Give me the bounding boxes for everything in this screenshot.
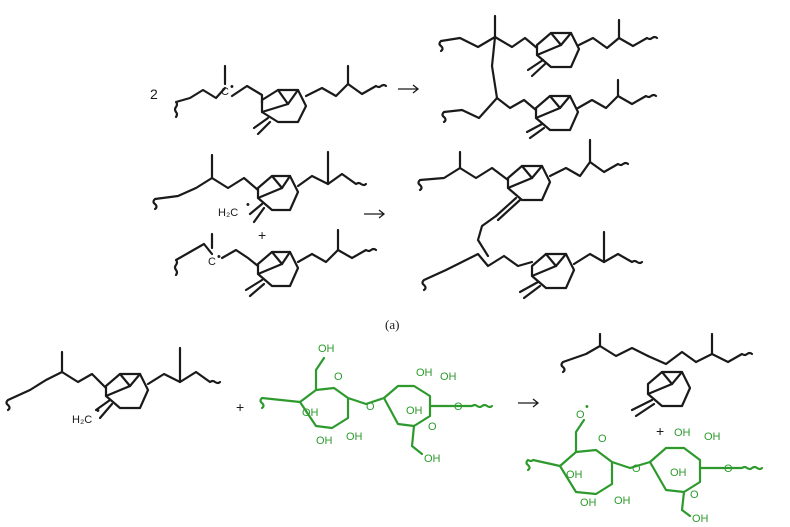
o-label-2: O: [366, 401, 375, 413]
oh-label-8: OH: [424, 453, 441, 465]
oh-label-4: OH: [346, 431, 363, 443]
oh-label-1: OH: [318, 343, 335, 355]
radical-dot-ch2: •: [246, 199, 250, 211]
ch2-radical-label-3: H₂C: [72, 414, 92, 426]
oh-label-11: OH: [614, 495, 631, 507]
epdm-chain-product: [560, 332, 754, 418]
oh-label-13: OH: [670, 467, 687, 479]
panel-label-a: (a): [385, 317, 399, 332]
radical-carbon-2: C: [208, 256, 216, 268]
o-radical-label: O: [576, 409, 585, 421]
plus-sign-2: +: [236, 399, 244, 415]
o-label-3: O: [428, 421, 437, 433]
oh-label-2: OH: [302, 407, 319, 419]
epdm-radical-chain: C •: [173, 64, 388, 136]
radical-dot: •: [230, 81, 234, 93]
oh-label-6: OH: [406, 405, 423, 417]
reaction-1: 2 C •: [150, 14, 659, 140]
allyl-crosslinked-product: [417, 138, 644, 300]
epdm-radical-chain-2: C •: [173, 228, 378, 298]
ch2-radical-label: H₂C: [218, 207, 238, 219]
reaction-arrow-1: [398, 84, 420, 94]
cellulose-radical-product: O • O OH OH OH O OH OH OH O OH O: [525, 401, 764, 525]
epdm-chain-allyl-radical: H₂C •: [152, 150, 368, 224]
o-label-8: O: [724, 463, 733, 475]
radical-dot-3: •: [96, 405, 100, 417]
reaction-arrow-2: [364, 209, 386, 219]
oh-label-5: OH: [416, 367, 433, 379]
oh-label-3: OH: [316, 435, 333, 447]
o-label-1: O: [334, 371, 343, 383]
oh-label-7: OH: [440, 371, 457, 383]
o-label-7: O: [690, 489, 699, 501]
o-label-6: O: [632, 463, 641, 475]
o-label-4: O: [454, 401, 463, 413]
coefficient-2: 2: [150, 86, 158, 102]
radical-carbon: C: [221, 86, 229, 98]
oh-label-12: OH: [674, 427, 691, 439]
reaction-arrow-3: [518, 398, 540, 408]
epdm-chain-allyl-radical-3: H₂C •: [5, 346, 222, 426]
plus-sign-3: +: [656, 423, 664, 439]
radical-dot-2: •: [217, 251, 221, 263]
reaction-2: H₂C • + C •: [152, 138, 644, 332]
crosslinked-dimer-product: [438, 14, 659, 140]
o-label-5: O: [598, 433, 607, 445]
cellulose-chain: OH O OH OH OH O OH OH OH O OH O: [259, 343, 494, 465]
o-radical-dot: •: [585, 401, 589, 413]
oh-label-14: OH: [704, 431, 721, 443]
plus-sign-1: +: [258, 227, 266, 243]
oh-label-10: OH: [580, 497, 597, 509]
oh-label-15: OH: [692, 513, 709, 525]
reaction-3: H₂C • + OH O OH OH OH O OH OH OH O OH O: [5, 332, 764, 525]
oh-label-9: OH: [566, 469, 583, 481]
